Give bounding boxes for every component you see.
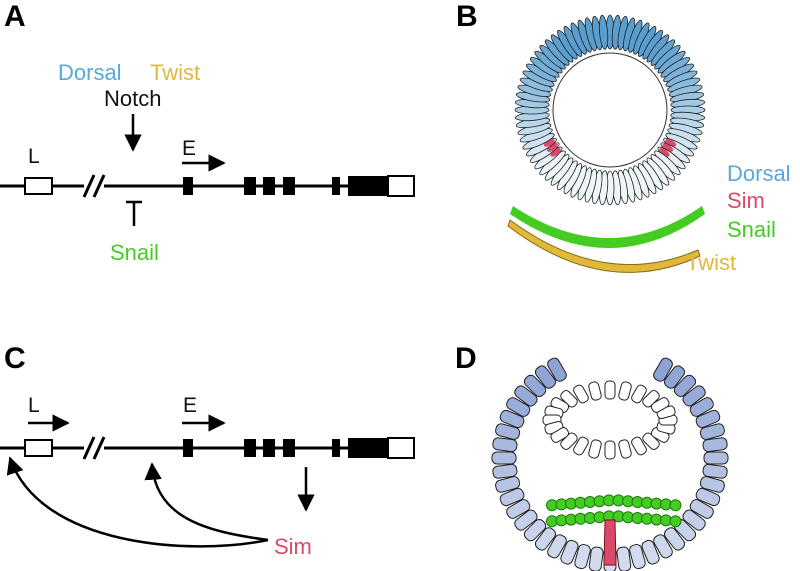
sim-label: Sim xyxy=(274,534,312,559)
ectoderm-cell xyxy=(702,437,728,453)
folded-tissue-cell xyxy=(642,390,660,408)
ectoderm-cell xyxy=(523,374,547,398)
ectoderm-cell xyxy=(495,476,521,493)
ectoderm-cell xyxy=(682,509,706,531)
ectoderm-cell xyxy=(560,539,579,565)
dorsal-legend: Dorsal xyxy=(727,161,791,186)
exon-blocks xyxy=(183,175,415,197)
sim-expressing-cell xyxy=(550,148,561,157)
folded-tissue-cell xyxy=(573,436,589,456)
snail-label: Snail xyxy=(110,240,159,265)
folded-tissue-cell xyxy=(588,439,602,459)
ectoderm-cell xyxy=(492,437,518,453)
snail-domain-band xyxy=(510,206,705,248)
ectoderm-cell xyxy=(653,534,673,559)
folded-tissue-cell xyxy=(604,380,616,400)
ectoderm-cell xyxy=(673,374,697,398)
late-enhancer-label: L xyxy=(28,145,40,168)
panel-b-letter: B xyxy=(456,0,478,33)
snail-legend: Snail xyxy=(727,217,776,242)
ectoderm-cell xyxy=(689,499,714,519)
panel-d-letter: D xyxy=(455,342,477,375)
ectoderm-cell xyxy=(699,423,725,440)
sim-expressing-cell xyxy=(546,143,558,152)
gap-break-mark-c xyxy=(82,436,106,460)
ectoderm-cell xyxy=(689,397,714,417)
ectoderm-cell xyxy=(695,487,721,507)
dorsal-label: Dorsal xyxy=(58,60,122,85)
embryo-cross-section xyxy=(514,14,706,206)
folded-tissue-cell xyxy=(618,381,632,401)
sim-to-late-enhancer-arrow xyxy=(6,456,269,548)
ectoderm-cell xyxy=(534,365,557,389)
ectoderm-cell xyxy=(574,544,591,570)
sim-expressing-cell xyxy=(543,138,555,147)
folded-tissue-cell xyxy=(573,384,589,404)
ectoderm-cell xyxy=(663,527,686,551)
panel-a: A Dorsal Twist Notch Snail L E xyxy=(0,0,415,265)
sim-expressing-cell xyxy=(659,148,670,157)
late-enhancer-box xyxy=(24,177,53,195)
ectoderm-cell xyxy=(514,385,538,407)
ectoderm-cell xyxy=(702,463,728,479)
ectoderm-cell xyxy=(534,527,557,551)
ectoderm-cell xyxy=(495,423,521,440)
notch-label: Notch xyxy=(104,86,161,111)
midline-cells xyxy=(603,519,617,566)
ectoderm-cell xyxy=(699,476,725,493)
panel-a-letter: A xyxy=(4,0,26,33)
ectoderm-cell xyxy=(506,499,531,519)
early-enhancer-label: E xyxy=(182,137,196,160)
folded-tissue-cell xyxy=(604,440,616,460)
ectoderm-cell xyxy=(641,539,660,565)
ectoderm-cell xyxy=(506,397,531,417)
ectoderm-cell xyxy=(616,546,632,571)
folded-tissue-cell xyxy=(631,384,647,404)
ectoderm-cell xyxy=(491,451,517,465)
twist-legend: Twist xyxy=(686,250,736,275)
panel-b: B Dorsal Sim Snail Twist xyxy=(456,0,791,275)
exon-blocks-c xyxy=(183,437,415,459)
inner-ring-outline xyxy=(552,52,668,168)
late-enhancer-label-c: L xyxy=(28,394,40,417)
folded-tissue-cell xyxy=(618,439,632,459)
ectoderm-cell xyxy=(547,357,567,382)
ectoderm-cell xyxy=(547,534,567,559)
folded-tissue-cell xyxy=(550,427,570,443)
panel-c-letter: C xyxy=(4,342,26,375)
sim-to-early-region-arrow xyxy=(144,462,269,542)
folded-tissue-cell xyxy=(631,436,647,456)
ectoderm-cell xyxy=(653,357,673,382)
folded-tissue-cell xyxy=(588,381,602,401)
gap-break-mark xyxy=(82,174,106,198)
embryo-cross-section-late xyxy=(491,357,729,571)
late-enhancer-box-c xyxy=(24,439,53,457)
ectoderm-cell xyxy=(523,518,547,542)
ectoderm-cell xyxy=(695,409,721,429)
ectoderm-cell xyxy=(499,487,525,507)
early-enhancer-label-c: E xyxy=(183,394,197,417)
ectoderm-cell xyxy=(663,365,686,389)
mesoderm-cell xyxy=(669,515,682,528)
sim-expressing-cell xyxy=(662,143,674,152)
repression-bar xyxy=(126,200,142,226)
ectoderm-cell xyxy=(682,385,706,407)
ectoderm-cell xyxy=(703,451,729,465)
ectoderm-cell xyxy=(629,544,646,570)
twist-label: Twist xyxy=(150,60,200,85)
ectoderm-cell xyxy=(499,409,525,429)
folded-tissue-cell xyxy=(560,432,578,450)
sim-expressing-cell xyxy=(665,138,677,147)
twist-domain-band xyxy=(507,219,701,273)
mesoderm-cell xyxy=(669,499,682,512)
ectoderm-cell xyxy=(598,14,609,50)
folded-tissue-cell xyxy=(650,397,670,413)
panel-c: C L E Sim xyxy=(0,342,415,559)
ectoderm-cell xyxy=(588,546,604,571)
ectoderm-cell xyxy=(514,509,538,531)
sim-legend: Sim xyxy=(727,188,765,213)
ectoderm-cell xyxy=(492,463,518,479)
panel-d: D xyxy=(455,342,729,571)
